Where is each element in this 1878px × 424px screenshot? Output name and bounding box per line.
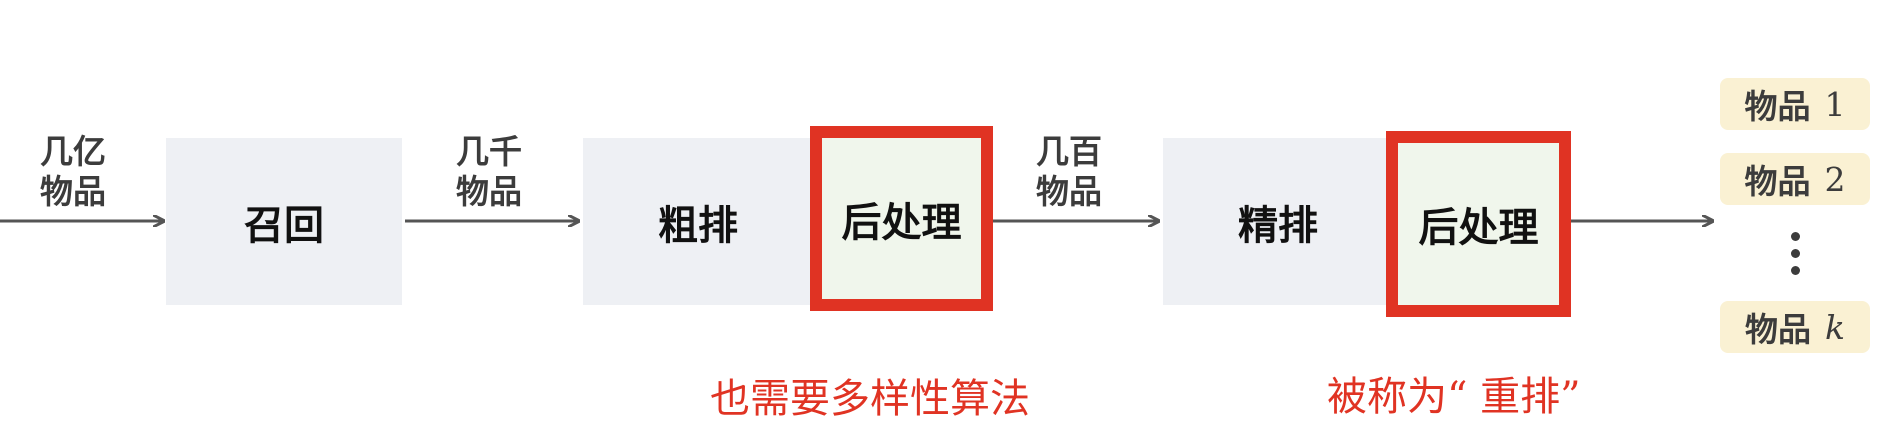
flow-label-input-line2: 物品 (40, 172, 106, 211)
output-item-1-num: 1 (1824, 84, 1846, 124)
output-item-2-label: 物品 (1744, 162, 1811, 201)
stage-recall: 召回 (166, 138, 402, 305)
output-item-1-label: 物品 (1744, 87, 1811, 126)
vertical-ellipsis-icon (1788, 232, 1802, 280)
flow-label-after-recall-line2: 物品 (456, 172, 522, 211)
flow-label-after-recall-line1: 几千 (456, 132, 522, 171)
stage-post-process-1: 后处理 (810, 126, 993, 311)
flow-label-after-coarse: 几百 物品 (1036, 132, 1102, 212)
flow-label-after-coarse-line2: 物品 (1036, 172, 1102, 211)
stage-post-process-2: 后处理 (1386, 131, 1571, 317)
note-fine: 被称为“ 重排” (1327, 374, 1581, 420)
flow-label-after-coarse-line1: 几百 (1036, 132, 1102, 171)
output-item-1: 物品 1 (1720, 78, 1870, 130)
flow-label-after-recall: 几千 物品 (456, 132, 522, 212)
stage-post-process-1-label: 后处理 (841, 199, 962, 246)
output-item-2-num: 2 (1824, 159, 1846, 199)
note-coarse: 也需要多样性算法 (710, 376, 1030, 422)
stage-post-process-2-label: 后处理 (1418, 205, 1539, 251)
stage-recall-label: 召回 (244, 202, 324, 249)
output-item-k-label: 物品 (1745, 310, 1811, 349)
stage-fine-rank-label: 精排 (1238, 202, 1318, 249)
output-item-2: 物品 2 (1720, 153, 1870, 205)
output-item-k-num: k (1825, 307, 1845, 347)
flow-label-input: 几亿 物品 (40, 132, 106, 212)
stage-coarse-rank: 粗排 (583, 138, 813, 305)
flow-label-input-line1: 几亿 (40, 132, 106, 171)
stage-coarse-rank-label: 粗排 (658, 202, 738, 249)
output-item-k: 物品 k (1720, 301, 1870, 353)
stage-fine-rank: 精排 (1163, 138, 1393, 305)
